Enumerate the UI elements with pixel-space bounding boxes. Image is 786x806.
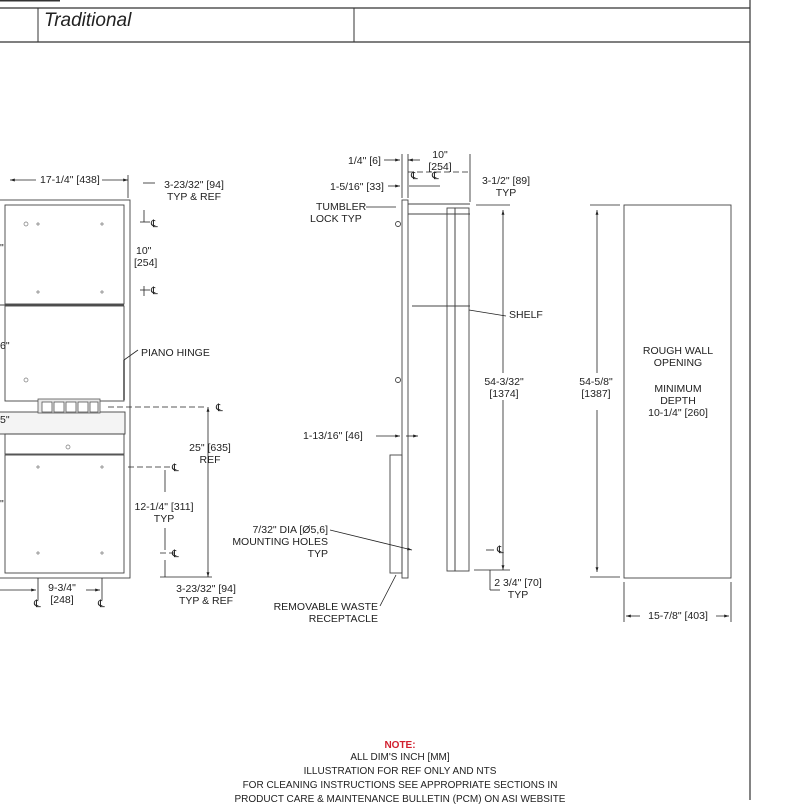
rough-dimension-lines — [590, 204, 732, 622]
centerline-mark: ℄ — [497, 544, 504, 556]
dispenser-slots — [37, 398, 101, 414]
note-line: ILLUSTRATION FOR REF ONLY AND NTS — [303, 766, 497, 777]
protrusion-dim: 1-13/16" [46] — [303, 430, 363, 442]
rough-label-1: ROUGH WALL — [642, 345, 714, 357]
holes-label-1: 7/32" DIA [Ø5,6] — [252, 524, 328, 536]
rough-label-5: 10-1/4" [260] — [648, 407, 708, 419]
centerline-mark: ℄ — [34, 598, 41, 610]
depth-dim-mm: [254] — [428, 161, 452, 173]
front-view-holes — [23, 221, 104, 555]
side-dimension-lines — [329, 154, 510, 607]
note-line: PRODUCT CARE & MAINTENANCE BULLETIN (PCM… — [234, 794, 566, 805]
note-line: FOR CLEANING INSTRUCTIONS SEE APPROPRIAT… — [242, 780, 558, 791]
inset-dim: 3-1/2" [89] — [481, 175, 531, 187]
edge-mark: " — [0, 242, 4, 254]
rough-label-4: DEPTH — [660, 395, 696, 407]
upper-spacing-dim: 10" — [136, 245, 152, 257]
tumbler-lock-label: TUMBLER — [316, 201, 367, 213]
flange-dim: 1-5/16" [33] — [330, 181, 384, 193]
centerline-mark: ℄ — [216, 402, 223, 414]
ref-height-dim: 25" [635] — [189, 442, 231, 454]
rough-height-dim: 54-5/8" — [572, 376, 620, 388]
edge-mark: 6" — [0, 340, 10, 352]
rough-label-2: OPENING — [653, 357, 703, 369]
holes-label-2: MOUNTING HOLES — [232, 536, 328, 548]
centerline-mark: ℄ — [172, 548, 179, 560]
inset-dim-note: TYP — [495, 187, 517, 199]
edge-mark: 5" — [0, 414, 10, 426]
note-heading: NOTE: — [384, 740, 416, 751]
front-view-cabinet — [0, 199, 131, 579]
waste-label-2: RECEPTACLE — [308, 613, 378, 625]
rough-width-dim: 15-7/8" [403] — [640, 610, 716, 622]
centerline-mark: ℄ — [172, 462, 179, 474]
style-title: Traditional — [44, 10, 132, 31]
centerline-mark: ℄ — [432, 170, 439, 182]
wall-dim: 1/4" [6] — [348, 155, 381, 167]
bottom-width-mm: [248] — [50, 594, 74, 606]
centerline-mark: ℄ — [411, 170, 418, 182]
bottom-offset-note: TYP & REF — [178, 595, 234, 607]
height-dim: 54-3/32" — [484, 376, 524, 388]
title-block — [0, 0, 751, 800]
lower-spacing-note: TYP — [153, 513, 175, 525]
edge-mark: " — [0, 498, 4, 510]
centerline-mark: ℄ — [151, 285, 158, 297]
upper-spacing-mm: [254] — [134, 257, 158, 269]
centerline-mark: ℄ — [98, 598, 105, 610]
tumbler-lock-label-2: LOCK TYP — [310, 213, 362, 225]
lower-spacing-dim: 12-1/4" [311] — [134, 501, 194, 513]
bottom-offset-dim: 3-23/32" [94] — [176, 583, 236, 595]
rough-height-mm: [1387] — [572, 388, 620, 400]
top-offset-dim: 3-23/32" [94] — [164, 179, 224, 191]
side-view-cabinet — [389, 199, 470, 579]
height-dim-mm: [1374] — [489, 388, 519, 400]
waste-label-1: REMOVABLE WASTE — [273, 601, 378, 613]
depth-dim: 10" — [432, 149, 448, 161]
base-dim-note: TYP — [507, 589, 529, 601]
front-dimension-lines — [0, 175, 212, 600]
rough-opening-rect — [623, 204, 732, 579]
top-offset-note: TYP & REF — [166, 191, 222, 203]
shelf-label: SHELF — [509, 309, 543, 321]
bottom-width-dim: 9-3/4" — [48, 582, 76, 594]
rough-label-3: MINIMUM — [654, 383, 702, 395]
centerline-mark: ℄ — [151, 218, 158, 230]
holes-label-3: TYP — [307, 548, 328, 560]
ref-height-note: REF — [199, 454, 221, 466]
piano-hinge-label: PIANO HINGE — [141, 347, 210, 359]
width-dim: 17-1/4" [438] — [40, 174, 100, 186]
note-line: ALL DIM'S INCH [MM] — [350, 752, 450, 763]
base-dim: 2 3/4" [70] — [494, 577, 542, 589]
